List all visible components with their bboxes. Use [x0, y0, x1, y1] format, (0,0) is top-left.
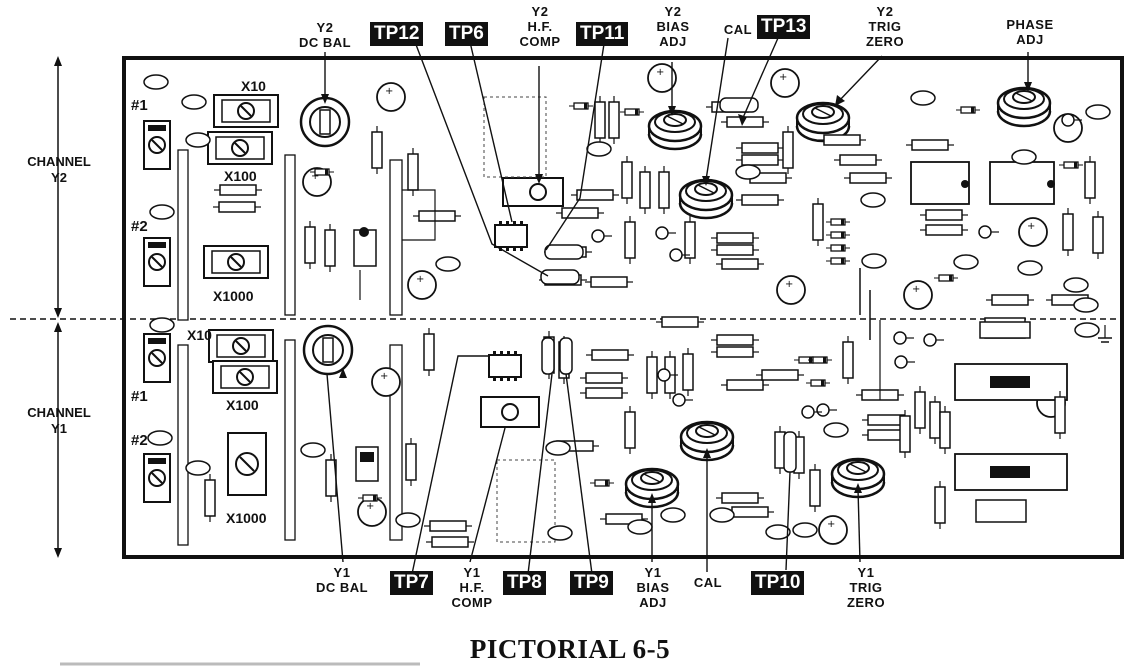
y2-bias-adj-label: Y2 BIAS ADJ [633, 4, 713, 49]
position-2-lower: #2 [131, 432, 148, 449]
x100-upper-label: X100 [224, 168, 257, 184]
y1-bias-adj-line2: BIAS [615, 580, 691, 595]
y1-bias-adj-line1: Y1 [615, 565, 691, 580]
phase-adj-line1: PHASE [985, 17, 1075, 32]
y2-bias-adj-line3: ADJ [633, 34, 713, 49]
y2-trig-zero-line1: Y2 [845, 4, 925, 19]
channel-y1-label: CHANNEL Y1 [18, 405, 100, 437]
y1-cal-line1: CAL [683, 575, 733, 590]
y1-trig-zero-line1: Y1 [826, 565, 906, 580]
y1-bias-adj-label: Y1 BIAS ADJ [615, 565, 691, 610]
y2-dc-bal-line1: Y2 [285, 20, 365, 35]
tp12-label: TP12 [370, 22, 423, 46]
y2-trig-zero-label: Y2 TRIG ZERO [845, 4, 925, 49]
y2-hf-comp-line3: COMP [500, 34, 580, 49]
channel-y2-line2: Y2 [18, 170, 100, 186]
phase-adj-label: PHASE ADJ [985, 17, 1075, 47]
tp6-label: TP6 [445, 22, 488, 46]
position-1-upper: #1 [131, 97, 148, 114]
y1-hf-comp-line1: Y1 [432, 565, 512, 580]
channel-y2-line1: CHANNEL [18, 154, 100, 170]
y2-hf-comp-label: Y2 H.F. COMP [500, 4, 580, 49]
phase-adj-line2: ADJ [985, 32, 1075, 47]
position-2-upper: #2 [131, 218, 148, 235]
y1-bias-adj-line3: ADJ [615, 595, 691, 610]
y1-hf-comp-line2: H.F. [432, 580, 512, 595]
x1000-lower-label: X1000 [226, 510, 266, 526]
y1-dc-bal-line2: DC BAL [302, 580, 382, 595]
y1-cal-label: CAL [683, 575, 733, 590]
y1-dc-bal-label: Y1 DC BAL [302, 565, 382, 595]
tp10-label: TP10 [751, 571, 804, 595]
y2-dc-bal-label: Y2 DC BAL [285, 20, 365, 50]
y1-trig-zero-line2: TRIG [826, 580, 906, 595]
x10-lower-label: X10 [187, 327, 212, 343]
pictorial-title: PICTORIAL 6-5 [0, 634, 1140, 665]
channel-y2-label: CHANNEL Y2 [18, 154, 100, 186]
tp13-label: TP13 [757, 15, 810, 39]
x100-lower-label: X100 [226, 397, 259, 413]
channel-y1-line1: CHANNEL [18, 405, 100, 421]
y2-hf-comp-line2: H.F. [500, 19, 580, 34]
y1-trig-zero-label: Y1 TRIG ZERO [826, 565, 906, 610]
y2-cal-line1: CAL [713, 22, 763, 37]
x1000-upper-label: X1000 [213, 288, 253, 304]
y2-hf-comp-line1: Y2 [500, 4, 580, 19]
tp7-label: TP7 [390, 571, 433, 595]
tp9-label: TP9 [570, 571, 613, 595]
y1-trig-zero-line3: ZERO [826, 595, 906, 610]
tp8-label: TP8 [503, 571, 546, 595]
channel-y1-line2: Y1 [18, 421, 100, 437]
y2-dc-bal-line2: DC BAL [285, 35, 365, 50]
y2-bias-adj-line2: BIAS [633, 19, 713, 34]
tp11-label: TP11 [576, 22, 628, 46]
y2-trig-zero-line3: ZERO [845, 34, 925, 49]
y2-bias-adj-line1: Y2 [633, 4, 713, 19]
x10-upper-label: X10 [241, 78, 266, 94]
position-1-lower: #1 [131, 388, 148, 405]
y1-hf-comp-label: Y1 H.F. COMP [432, 565, 512, 610]
y2-trig-zero-line2: TRIG [845, 19, 925, 34]
y1-dc-bal-line1: Y1 [302, 565, 382, 580]
y1-hf-comp-line3: COMP [432, 595, 512, 610]
y2-cal-label: CAL [713, 22, 763, 37]
